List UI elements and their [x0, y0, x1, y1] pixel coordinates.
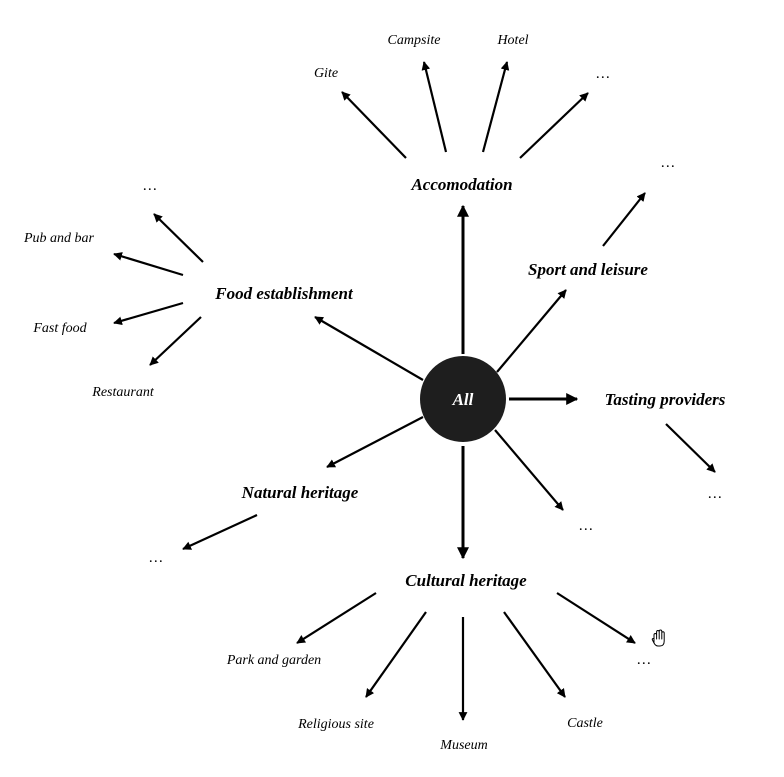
food-edges: [113, 213, 204, 366]
leaf-food-ellipsis: …: [143, 178, 156, 194]
edge-food-pub: [113, 252, 184, 277]
category-tasting-providers: Tasting providers: [605, 390, 726, 409]
edge-accomodation-more: [519, 92, 589, 159]
hand-cursor-icon: [651, 629, 665, 647]
edge-cultural-castle: [503, 611, 566, 698]
cultural-edges: [296, 592, 636, 721]
root-edges: [314, 204, 579, 560]
edge-food-more: [153, 213, 204, 263]
leaf-tasting-ellipsis: …: [708, 486, 721, 502]
edge-cultural-religious: [365, 611, 427, 698]
edge-root-natural: [326, 416, 424, 468]
leaf-religious-site: Religious site: [297, 717, 374, 732]
edge-sport-more: [602, 192, 646, 247]
category-accomodation: Accomodation: [410, 175, 512, 194]
category-other-ellipsis: …: [579, 518, 592, 534]
edge-food-restaurant: [149, 316, 202, 366]
category-cultural-heritage: Cultural heritage: [405, 571, 527, 590]
root-label: All: [452, 390, 474, 409]
edge-root-other: [494, 429, 564, 511]
edge-accomodation-campsite: [421, 61, 448, 153]
leaf-restaurant: Restaurant: [91, 385, 155, 400]
edge-accomodation-hotel: [481, 61, 510, 153]
edge-accomodation-gite: [341, 91, 407, 159]
leaf-campsite: Campsite: [388, 33, 441, 48]
leaf-castle: Castle: [567, 716, 603, 731]
category-food-establishment: Food establishment: [214, 284, 354, 303]
edge-natural-more: [182, 514, 258, 550]
leaf-museum: Museum: [439, 738, 487, 753]
leaf-natural-ellipsis: …: [149, 550, 162, 566]
edge-food-fastfood: [113, 301, 184, 326]
category-natural-heritage: Natural heritage: [241, 483, 359, 502]
leaf-accomodation-ellipsis: …: [596, 66, 609, 82]
edge-root-food: [314, 316, 424, 381]
edge-cultural-more: [556, 592, 636, 644]
root-node: [420, 356, 506, 442]
edge-tasting-more: [665, 423, 716, 473]
edge-cultural-park: [296, 592, 377, 644]
leaf-hotel: Hotel: [496, 33, 528, 48]
category-sport-leisure: Sport and leisure: [528, 260, 648, 279]
leaf-pub-bar: Pub and bar: [23, 231, 95, 246]
leaf-gite: Gite: [314, 66, 338, 81]
leaf-park-garden: Park and garden: [226, 653, 321, 668]
accomodation-edges: [341, 61, 589, 159]
leaf-sport-ellipsis: …: [661, 155, 674, 171]
leaf-fast-food: Fast food: [32, 321, 87, 336]
edge-root-sport: [496, 289, 567, 373]
leaf-cultural-ellipsis: …: [637, 652, 650, 668]
